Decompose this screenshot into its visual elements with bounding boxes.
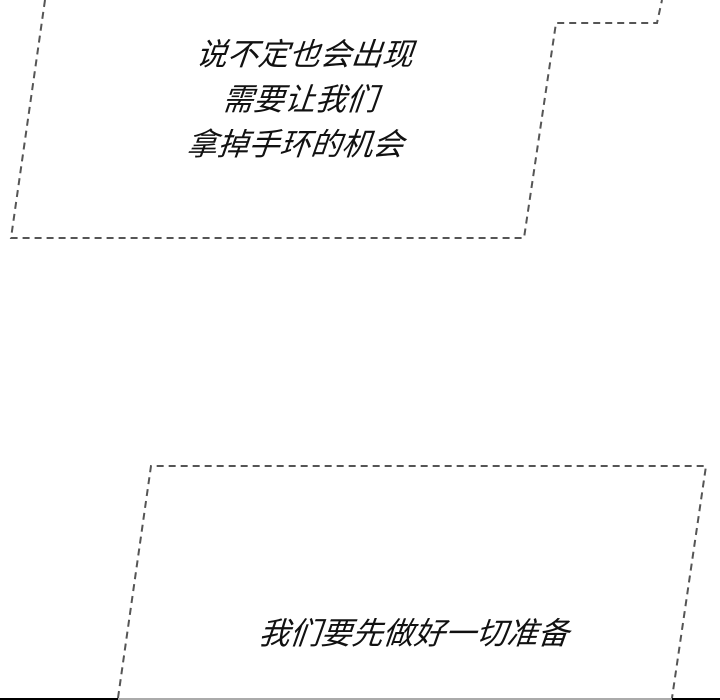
caption-box-1-text: 说不定也会出现 需要让我们 拿掉手环的机会 xyxy=(163,33,437,168)
caption-line-2: 需要让我们 xyxy=(220,82,380,118)
caption-line-3: 拿掉手环的机会 xyxy=(184,127,406,163)
caption-box-2-border xyxy=(117,465,708,699)
caption-box-2-text: 我们要先做好一切准备 xyxy=(232,612,597,657)
caption-line: 我们要先做好一切准备 xyxy=(257,616,571,652)
caption-line-1: 说不定也会出现 xyxy=(194,37,416,73)
